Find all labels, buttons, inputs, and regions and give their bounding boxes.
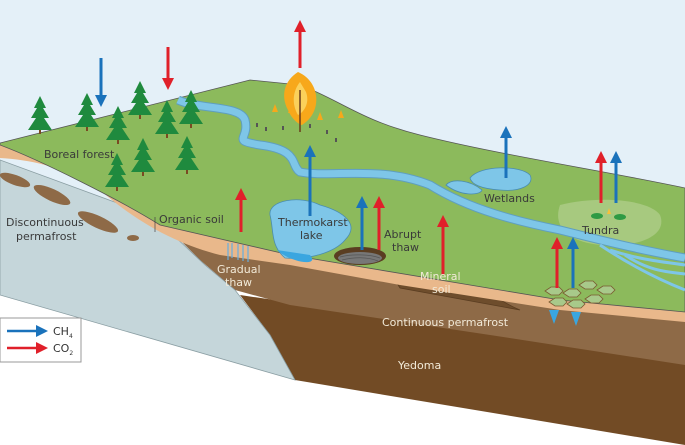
flux-arrow-co2-up: [595, 151, 607, 203]
label-abrupt-thaw-2: thaw: [392, 241, 419, 254]
flux-arrow-ch4-up: [356, 196, 368, 250]
tundra-shrubs: [591, 208, 626, 220]
legend-subscript-co2: 2: [69, 350, 73, 357]
grass-surface: [0, 79, 685, 313]
label-wetlands: Wetlands: [484, 192, 535, 205]
ch4-arrow-icon: [36, 325, 48, 337]
label-mineral-soil-1: Mineral: [420, 270, 461, 283]
label-thermokarst-lake-1: Thermokarst: [277, 216, 348, 229]
label-thermokarst-lake-2: lake: [300, 229, 323, 242]
label-tundra: Tundra: [581, 224, 619, 237]
river-water: [176, 96, 685, 262]
label-gradual-thaw-1: Gradual: [217, 263, 261, 276]
label-abrupt-thaw-1: Abrupt: [384, 228, 422, 241]
flux-arrow-co2-up: [235, 188, 247, 232]
label-continuous-permafrost: Continuous permafrost: [382, 316, 509, 329]
flux-arrow-co2-up: [437, 215, 449, 275]
label-mineral-soil-2: soil: [432, 283, 451, 296]
legend-subscript-ch4: 4: [69, 333, 73, 340]
yedoma-layer: [240, 295, 685, 445]
legend-label-ch4: CH: [53, 325, 69, 338]
svg-text:CO2: CO2: [53, 342, 73, 357]
ice-wedge-polygons: [544, 280, 616, 309]
wetlands-pond-small: [445, 180, 483, 195]
flux-arrows: [95, 20, 622, 288]
flux-arrow-ch4-up: [500, 126, 512, 178]
flux-arrow-ch4-up: [567, 237, 579, 288]
permafrost-lenses: [0, 172, 139, 241]
label-discontinuous-permafrost-1: Discontinuous: [6, 216, 84, 229]
wildfire: [256, 72, 344, 142]
flux-arrow-ch4-down: [95, 58, 107, 107]
label-boreal-forest: Boreal forest: [44, 148, 115, 161]
svg-text:CH4: CH4: [53, 325, 73, 340]
gradual-thaw-streaks: [227, 243, 249, 262]
flux-arrow-co2-up: [294, 20, 306, 68]
thermokarst-lake: [269, 199, 352, 259]
label-yedoma: Yedoma: [397, 359, 441, 372]
legend-item-co2: CO2: [7, 342, 73, 357]
flux-arrow-ch4-up: [610, 151, 622, 203]
ice-wedges: [549, 310, 581, 326]
river-delta: [599, 243, 685, 292]
label-discontinuous-permafrost-2: permafrost: [16, 230, 77, 243]
abrupt-thaw-slump: [334, 247, 386, 265]
legend-label-co2: CO: [53, 342, 70, 355]
wetlands-pond: [469, 167, 532, 191]
label-organic-soil: Organic soil: [159, 213, 224, 226]
flux-arrow-co2-up: [373, 196, 385, 250]
flux-arrow-co2-down: [162, 47, 174, 90]
legend: CH4 CO2: [0, 317, 82, 363]
flux-arrow-co2-up: [551, 237, 563, 288]
co2-arrow-icon: [36, 342, 48, 354]
thermokarst-lake-bottom: [277, 250, 313, 263]
legend-item-ch4: CH4: [7, 325, 73, 340]
label-gradual-thaw-2: thaw: [225, 276, 252, 289]
flux-arrow-ch4-up: [304, 145, 316, 216]
